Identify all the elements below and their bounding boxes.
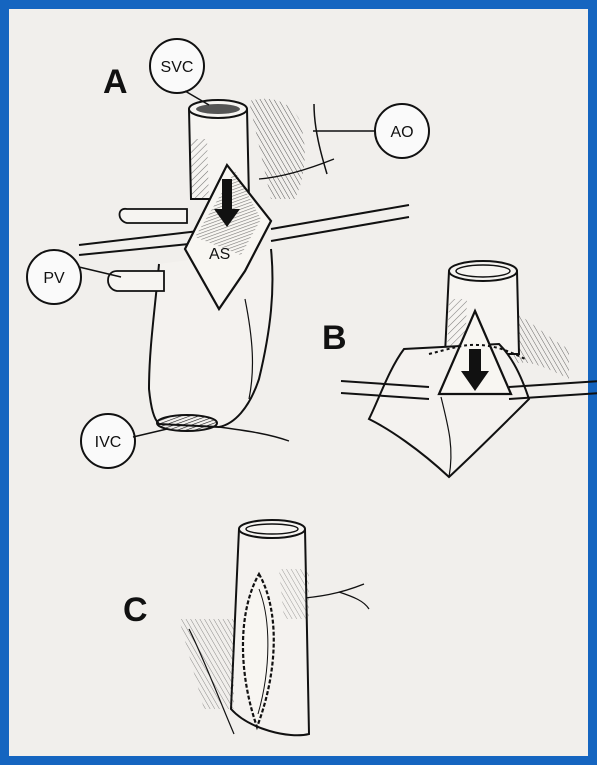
panel-c-left-hatching <box>179 619 234 709</box>
panel-label-c: C <box>123 591 148 629</box>
panel-c-tissue-line-2 <box>339 592 369 609</box>
panel-c-drawing <box>179 520 369 735</box>
label-as: AS <box>209 246 230 263</box>
retractor-right-upper <box>271 205 409 229</box>
callout-svc: SVC <box>150 39 209 105</box>
panel-b-drawing <box>341 261 597 477</box>
callout-pv: PV <box>27 250 121 304</box>
ivc-tissue-line <box>219 427 289 441</box>
pulmonary-vein-upper <box>120 209 188 223</box>
callout-svc-text: SVC <box>161 59 194 76</box>
callout-ao-text: AO <box>390 124 413 141</box>
retractor-left-lower <box>79 243 199 255</box>
panel-label-b: B <box>322 319 347 357</box>
panel-b-svc-rim <box>456 265 510 277</box>
callout-ivc-text: IVC <box>95 434 122 451</box>
retractor-right-lower <box>271 217 409 241</box>
callout-ao: AO <box>313 104 429 158</box>
panel-c-svc-rim <box>246 524 298 534</box>
svc-shading <box>191 139 209 199</box>
atrial-tissue-hatching <box>249 99 305 199</box>
panel-label-a: A <box>103 63 128 101</box>
callout-pv-text: PV <box>43 270 65 287</box>
panel-c-right-hatching <box>279 569 309 619</box>
panel-a-drawing: AS <box>79 99 409 441</box>
surgical-illustration: AS A SVC AO PV IVC <box>9 9 597 774</box>
pulmonary-vein-lower <box>108 271 164 291</box>
svc-lumen <box>196 104 240 114</box>
callout-ivc: IVC <box>81 414 167 468</box>
retractor-left-upper <box>79 231 199 245</box>
panel-b-atrium <box>369 344 529 477</box>
